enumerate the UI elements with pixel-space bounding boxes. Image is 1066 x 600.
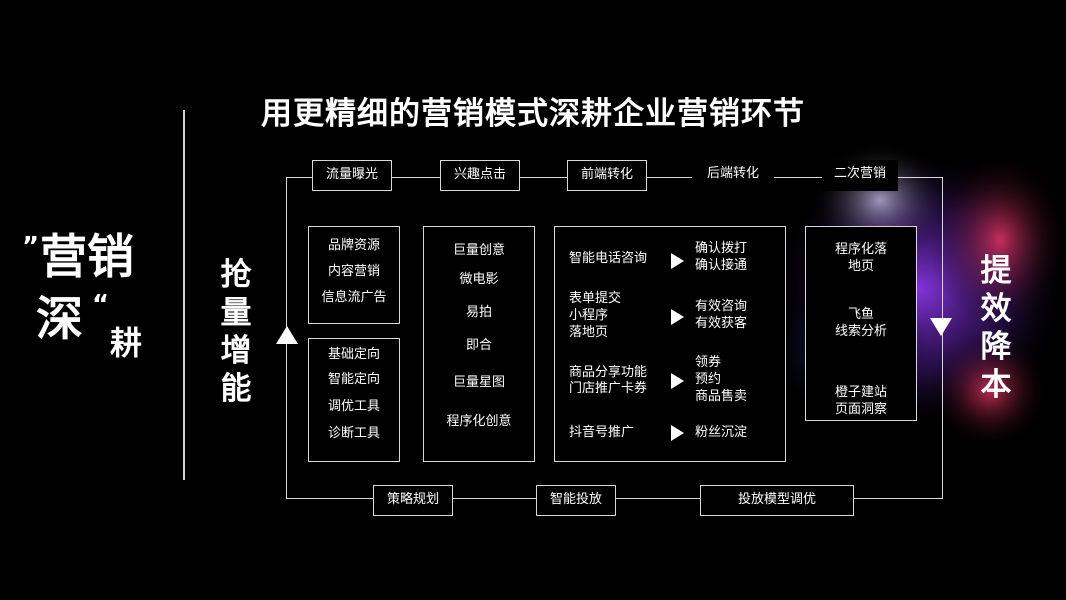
conversion-source: 抖音号推广 xyxy=(569,425,635,440)
list-item: 飞鱼 xyxy=(847,307,874,322)
conversion-source: 表单提交 xyxy=(569,291,622,306)
side-label-right-char: 提 xyxy=(980,253,1012,289)
list-item: 信息流广告 xyxy=(321,290,387,305)
side-label-left-char: 能 xyxy=(220,371,252,407)
col4-box: 程序化落 地页 飞鱼 线索分析 橙子建站 页面洞察 xyxy=(805,226,917,421)
stage-remarketing: 二次营销 xyxy=(822,160,898,191)
conversion-result: 领券 xyxy=(695,355,722,370)
conversion-result: 预约 xyxy=(695,372,722,387)
conversion-source: 门店推广卡券 xyxy=(569,381,648,396)
col2-box: 巨量创意 微电影 易拍 即合 巨量星图 程序化创意 xyxy=(423,226,535,462)
conversion-source: 落地页 xyxy=(569,325,609,340)
conversion-result: 有效获客 xyxy=(695,316,748,331)
page-title: 用更精细的营销模式深耕企业营销环节 xyxy=(261,96,805,132)
stage-front-conversion: 前端转化 xyxy=(567,160,647,191)
list-item: 智能定向 xyxy=(327,372,380,387)
list-item: 内容营销 xyxy=(327,264,380,279)
list-item: 程序化创意 xyxy=(446,414,512,429)
list-item: 线索分析 xyxy=(834,324,887,339)
list-item: 调优工具 xyxy=(327,399,380,414)
arrow-right-icon xyxy=(671,309,684,325)
side-label-left-char: 抢 xyxy=(220,257,252,293)
conversion-source: 小程序 xyxy=(569,308,609,323)
side-label-right-char: 效 xyxy=(980,291,1012,327)
side-label-right-char: 本 xyxy=(980,367,1012,403)
arrow-up-icon xyxy=(276,326,298,344)
stage-smart-delivery: 智能投放 xyxy=(536,485,616,516)
list-item: 微电影 xyxy=(459,272,499,287)
list-item: 即合 xyxy=(465,338,492,353)
conversion-source: 商品分享功能 xyxy=(569,365,648,380)
conversion-result: 粉丝沉淀 xyxy=(695,425,748,440)
side-label-right: 提 效 降 本 xyxy=(976,252,1016,404)
side-label-left-char: 增 xyxy=(220,333,252,369)
list-item: 巨量星图 xyxy=(452,375,505,390)
conversion-source: 智能电话咨询 xyxy=(569,251,648,266)
stage-strategy-planning: 策略规划 xyxy=(373,485,453,516)
list-item: 品牌资源 xyxy=(327,238,380,253)
list-item: 地页 xyxy=(847,259,874,274)
list-item: 巨量创意 xyxy=(452,243,505,258)
side-label-left: 抢 量 增 能 xyxy=(216,256,256,408)
list-item: 程序化落 xyxy=(834,242,887,257)
stage-traffic-exposure: 流量曝光 xyxy=(312,160,392,191)
arrow-right-icon xyxy=(671,373,684,389)
side-label-left-char: 量 xyxy=(220,295,252,331)
heading-word-2: 深 xyxy=(36,292,83,347)
arrow-right-icon xyxy=(671,253,684,269)
list-item: 橙子建站 xyxy=(834,385,887,400)
conversion-result: 确认拨打 xyxy=(695,241,748,256)
heading-word-3: 耕 xyxy=(110,324,143,362)
col3-box: 智能电话咨询 确认拨打 确认接通 表单提交 小程序 落地页 有效咨询 有效获客 … xyxy=(554,226,786,462)
heading-word-1: 营销 xyxy=(40,230,134,285)
list-item: 页面洞察 xyxy=(834,402,887,417)
quote-close: “ xyxy=(92,290,110,320)
conversion-result: 确认接通 xyxy=(695,258,748,273)
col1-top-box: 品牌资源 内容营销 信息流广告 xyxy=(308,226,400,324)
list-item: 基础定向 xyxy=(327,347,380,362)
stage-back-conversion: 后端转化 xyxy=(692,160,774,191)
list-item: 诊断工具 xyxy=(327,426,380,441)
col1-bottom-box: 基础定向 智能定向 调优工具 诊断工具 xyxy=(308,338,400,462)
conversion-result: 商品售卖 xyxy=(695,389,748,404)
list-item: 易拍 xyxy=(465,305,492,320)
divider xyxy=(183,110,185,480)
arrow-right-icon xyxy=(671,425,684,441)
stage-model-tuning: 投放模型调优 xyxy=(700,485,854,516)
arrow-down-icon xyxy=(930,318,952,336)
stage-interest-click: 兴趣点击 xyxy=(440,160,520,191)
quote-open: ” xyxy=(22,232,40,262)
conversion-result: 有效咨询 xyxy=(695,299,748,314)
side-label-right-char: 降 xyxy=(980,329,1012,365)
